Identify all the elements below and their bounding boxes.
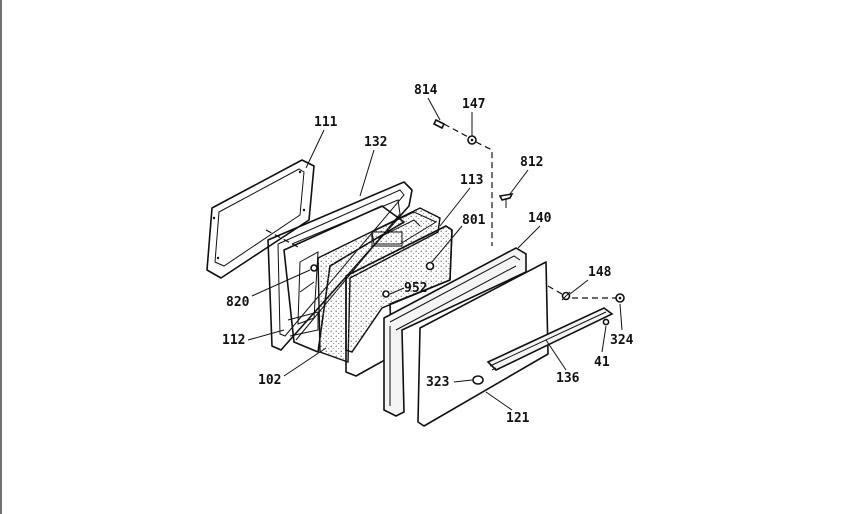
assembly-paths [265, 123, 616, 299]
callout-952: 952 [404, 281, 427, 296]
callout-112: 112 [222, 333, 245, 348]
callout-136: 136 [556, 371, 580, 386]
callout-121: 121 [506, 411, 530, 426]
callout-102: 102 [258, 373, 281, 388]
part-140-door-frame [383, 247, 527, 417]
part-136-handle [486, 307, 614, 371]
leader-lines [247, 97, 623, 411]
callout-814: 814 [414, 83, 438, 98]
hardware-323-endcap [472, 375, 484, 385]
callout-140: 140 [528, 211, 552, 226]
hardware-324-nut [615, 293, 625, 303]
callout-147: 147 [462, 97, 485, 112]
hardware-41-screw [602, 318, 610, 326]
hardware-113-screw [425, 261, 435, 271]
part-111-gasket [206, 159, 315, 279]
callout-812: 812 [520, 155, 543, 170]
callouts: 111 132 814 147 113 812 801 140 148 952 … [222, 83, 634, 426]
callout-324: 324 [610, 333, 634, 348]
hardware-812-screw [498, 192, 514, 208]
hardware-952-screw [382, 290, 390, 298]
callout-41: 41 [594, 355, 610, 370]
callout-801: 801 [462, 213, 486, 228]
callout-820: 820 [226, 295, 250, 310]
callout-113: 113 [460, 173, 483, 188]
callout-323: 323 [426, 375, 449, 390]
callout-132: 132 [364, 135, 387, 150]
callout-148: 148 [588, 265, 612, 280]
hardware-148-screw [561, 291, 571, 301]
hardware-147-nut [467, 135, 477, 145]
hardware-814-screw [432, 118, 446, 130]
part-inner-panel [345, 225, 453, 377]
callout-111: 111 [314, 115, 338, 130]
hardware-820-screw [310, 264, 318, 272]
part-121-glass-panel [417, 261, 549, 427]
